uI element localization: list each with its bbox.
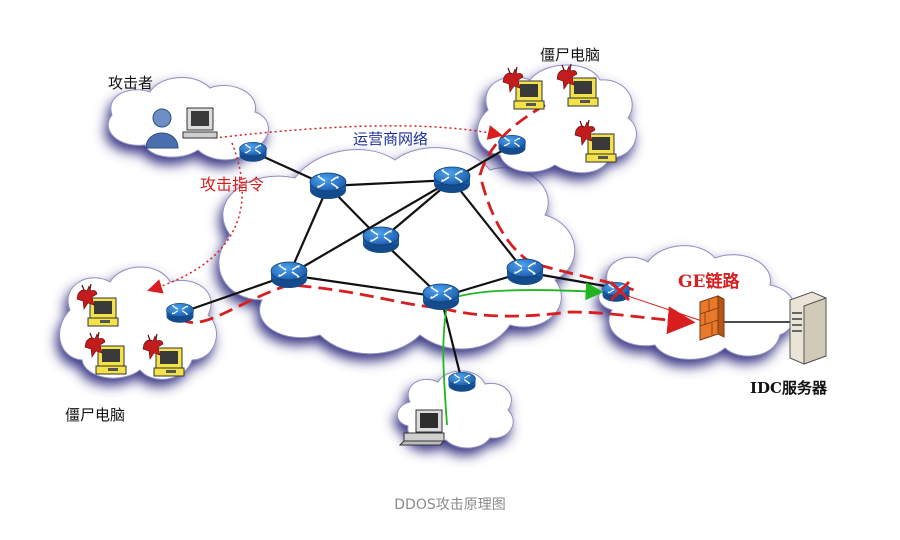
router-zombie-top-edge [499,135,526,155]
attack-command-paths [147,125,503,294]
router-core-4 [270,261,308,289]
router-core-5 [422,283,460,311]
router-core-2 [433,166,471,194]
router-zombie-left-edge [167,303,194,323]
carrier-network-label: 运营商网络 [353,130,428,148]
carrier-network-cloud [218,147,576,355]
attack-command-label: 攻击指令 [200,175,264,194]
figure-caption: DDOS攻击原理图 [394,497,506,513]
client-computer-icon [398,409,446,446]
ge-link-label: GE链路 [678,271,740,292]
idc-cloud [598,245,797,360]
router-core-3 [362,226,400,254]
red-x-icon [609,280,631,302]
idc-server-label: IDC服务器 [750,379,828,397]
router-client-edge [449,372,476,392]
zombie-top-label: 僵尸电脑 [540,46,600,64]
router-core-1 [309,172,347,200]
zombie-left-cloud [59,266,218,380]
server-tower-icon [789,291,827,365]
firewall-icon [699,295,725,341]
router-core-6 [506,258,544,286]
attacker-user-icon [145,107,218,149]
zombie-left-label: 僵尸电脑 [65,406,125,424]
router-attacker-edge [240,142,267,162]
attacker-label: 攻击者 [108,74,153,92]
attack-traffic-paths [179,103,696,335]
